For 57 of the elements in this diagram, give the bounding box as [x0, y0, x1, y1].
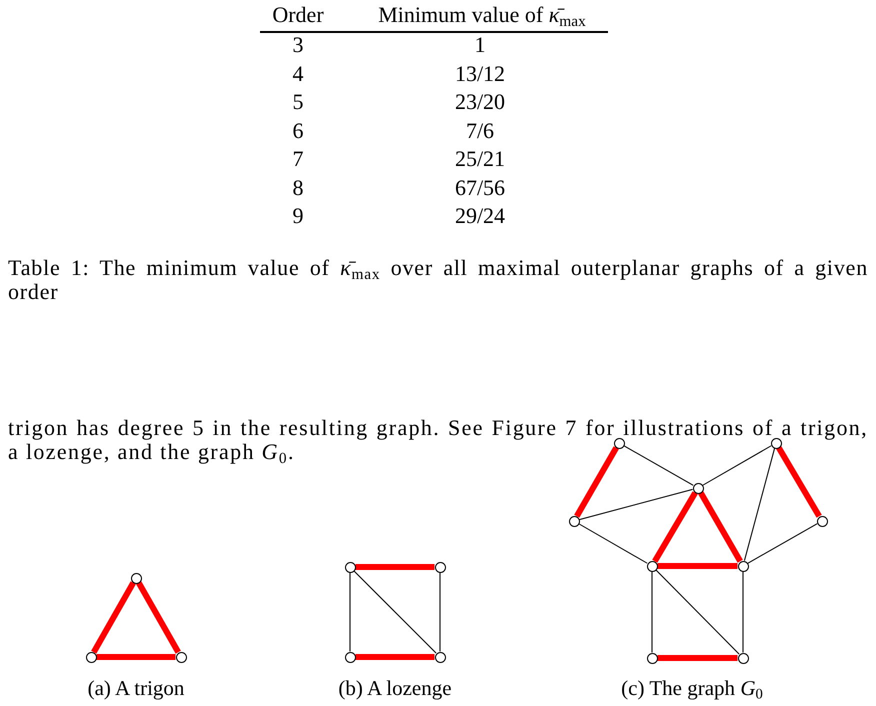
vertex-circle [816, 516, 828, 526]
vertex-circle [692, 482, 704, 494]
edge-line [702, 445, 772, 486]
edge-line [744, 448, 776, 562]
figure-caption: (c) The graph G$_{0}$ [621, 676, 763, 700]
figure-caption: (b) A lozenge [338, 676, 452, 700]
column-header: Order [272, 3, 324, 27]
thick-edge [356, 564, 434, 570]
table-cell: 7 [292, 147, 304, 171]
table-caption: Table 1: The minimum value of κ̄$_{max}$ over all maximal outerplanar graphs of a given order [8, 256, 868, 304]
table-cell: 23/20 [454, 90, 506, 114]
vertex-circle [434, 652, 446, 662]
thick-edge [574, 446, 619, 518]
vertex-circle [738, 652, 748, 664]
table-cell: 7/6 [466, 118, 494, 142]
table-cell: 9 [292, 204, 304, 228]
column-header: Minimum value of κ̄$_{max}$ [378, 3, 586, 27]
edge-line [578, 488, 694, 520]
vertex-circle [614, 438, 624, 448]
thick-edge [658, 563, 738, 569]
edge-line [747, 523, 818, 564]
table-cell: 6 [292, 118, 304, 142]
thick-edge [96, 654, 176, 660]
figure-caption: (a) A trigon [88, 676, 184, 700]
vertex-circle [770, 438, 782, 448]
table-cell: 3 [292, 33, 304, 57]
vertex-circle [344, 652, 356, 662]
thick-edge [652, 491, 698, 563]
thick-edge [776, 446, 822, 518]
vertex-circle [434, 562, 446, 572]
vertex-circle [130, 572, 142, 584]
table-cell: 13/12 [454, 62, 506, 86]
vertex-circle [344, 562, 356, 572]
edge-line [742, 571, 744, 653]
vertex-circle [738, 560, 748, 572]
edge-line [655, 569, 740, 655]
table-cell: 8 [292, 176, 304, 200]
vertex-circle [568, 516, 580, 526]
body-text: trigon has degree 5 in the resulting graph. See Figure 7 for illustrations of a trigon, a lozenge, and the graph G$_{0}$. [8, 416, 868, 464]
vertex-circle [176, 652, 186, 662]
table-cell: 29/24 [454, 204, 506, 228]
thick-edge [91, 581, 136, 654]
edge-line [353, 570, 437, 654]
table-cell: 1 [474, 33, 486, 57]
table-cell: 67/56 [454, 176, 506, 200]
vertex-circle [646, 560, 658, 572]
table-cell: 25/21 [454, 147, 506, 171]
table-cell: 5 [292, 90, 304, 114]
thick-edge [658, 655, 738, 661]
vertex-circle [646, 652, 658, 664]
thick-edge [136, 581, 181, 654]
edge-line [578, 523, 648, 564]
thick-edge [356, 654, 434, 660]
thick-edge [698, 491, 743, 563]
edge-line [623, 445, 694, 486]
table-cell: 4 [292, 62, 304, 86]
vertex-circle [86, 652, 96, 662]
